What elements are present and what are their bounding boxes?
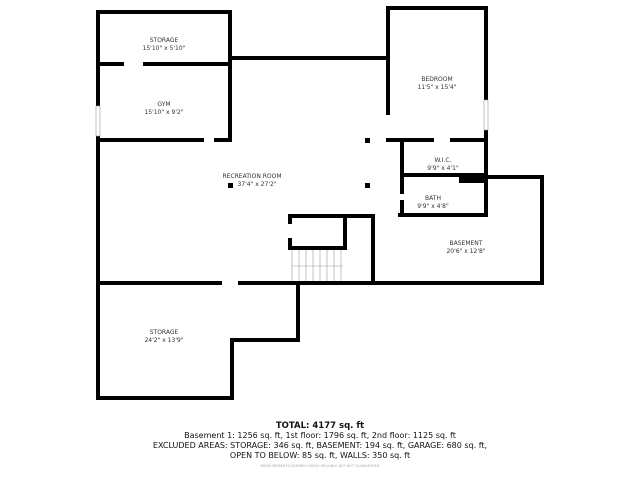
svg-text:20'6" x 12'8": 20'6" x 12'8" <box>446 248 485 255</box>
svg-text:W.I.C.: W.I.C. <box>435 157 452 164</box>
room-recreation: RECREATION ROOM 37'4" x 27'2" <box>222 173 281 188</box>
svg-text:BEDROOM: BEDROOM <box>421 76 452 83</box>
disclaimer: MEASUREMENTS DEEMED HIGHLY RELIABLE BUT … <box>260 464 380 468</box>
room-storage-top: STORAGE 15'10" x 5'10" <box>143 37 186 52</box>
walls <box>96 6 544 400</box>
svg-text:11'5" x 15'4": 11'5" x 15'4" <box>417 84 456 91</box>
room-basement: BASEMENT 20'6" x 12'8" <box>446 240 485 255</box>
svg-text:9'9" x 4'8": 9'9" x 4'8" <box>417 203 449 210</box>
room-bedroom: BEDROOM 11'5" x 15'4" <box>417 76 456 91</box>
svg-text:15'10" x 5'10": 15'10" x 5'10" <box>143 45 186 52</box>
area-summary: TOTAL: 4177 sq. ft Basement 1: 1256 sq. … <box>0 421 640 471</box>
svg-text:STORAGE: STORAGE <box>150 329 179 336</box>
svg-text:9'9" x 4'1": 9'9" x 4'1" <box>427 165 459 172</box>
windows <box>95 99 489 137</box>
room-bath: BATH 9'9" x 4'8" <box>417 195 449 210</box>
svg-text:37'4" x 27'2": 37'4" x 27'2" <box>237 181 276 188</box>
svg-text:15'10" x 9'2": 15'10" x 9'2" <box>144 109 183 116</box>
chimney <box>459 175 486 183</box>
room-storage-bottom: STORAGE 24'2" x 13'9" <box>144 329 183 344</box>
floor-areas: Basement 1: 1256 sq. ft, 1st floor: 1796… <box>184 431 456 440</box>
svg-text:RECREATION ROOM: RECREATION ROOM <box>222 173 281 180</box>
excluded-areas: EXCLUDED AREAS: STORAGE: 346 sq. ft, BAS… <box>152 441 488 450</box>
svg-text:24'2" x 13'9": 24'2" x 13'9" <box>144 337 183 344</box>
svg-text:STORAGE: STORAGE <box>150 37 179 44</box>
total-area: TOTAL: 4177 sq. ft <box>275 421 365 431</box>
room-gym: GYM 15'10" x 9'2" <box>144 101 183 116</box>
svg-text:BASEMENT: BASEMENT <box>450 240 483 247</box>
svg-text:BATH: BATH <box>425 195 441 202</box>
excluded-areas-cont: OPEN TO BELOW: 85 sq. ft, WALLS: 350 sq.… <box>229 451 411 460</box>
stairs <box>291 250 343 281</box>
room-wic: W.I.C. 9'9" x 4'1" <box>427 157 459 172</box>
svg-text:GYM: GYM <box>157 101 170 108</box>
